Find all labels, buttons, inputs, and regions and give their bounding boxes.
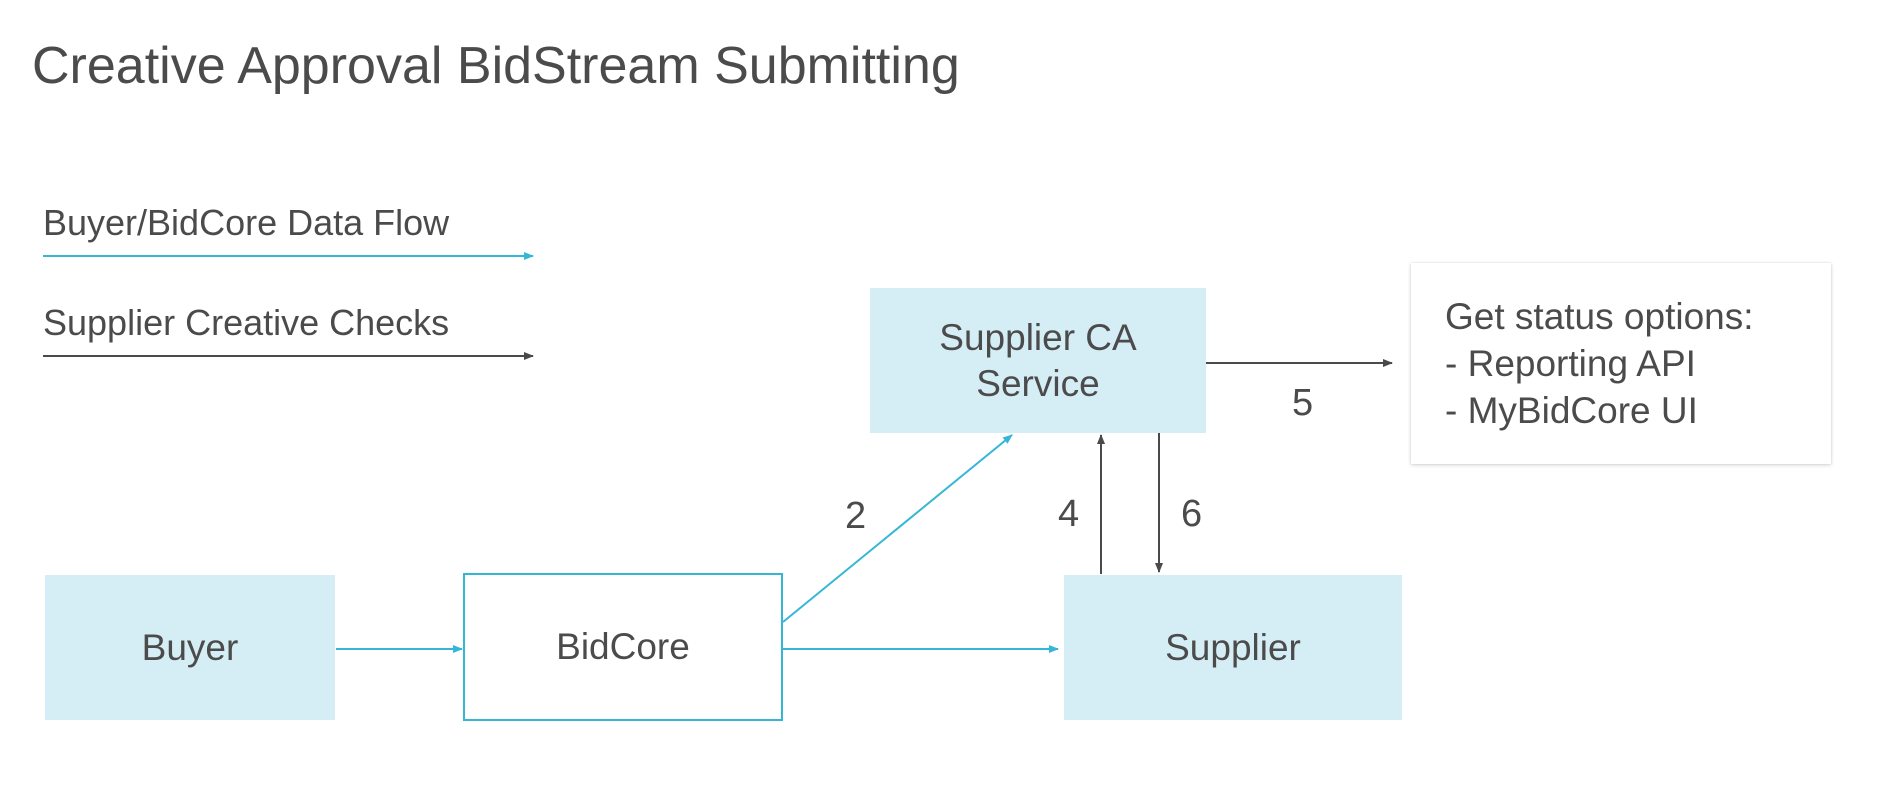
edge-label-2: 2 [845,495,867,537]
legend-supplier-checks-label: Supplier Creative Checks [43,302,450,343]
node-supplier-label: Supplier [1165,626,1301,668]
node-buyer-label: Buyer [141,626,239,668]
status-option-mybidcore-ui: - MyBidCore UI [1445,390,1698,431]
status-option-reporting-api: - Reporting API [1445,343,1696,384]
node-supplier-ca-service-line1: Supplier CA [939,316,1137,358]
page-title: Creative Approval BidStream Submitting [32,37,960,95]
edge-label-5: 5 [1292,382,1314,424]
node-supplier: Supplier [1064,575,1402,720]
edge-label-4: 4 [1058,493,1080,535]
status-options-box: Get status options: - Reporting API - My… [1411,263,1831,464]
node-bidcore-label: BidCore [556,626,690,667]
legend-data-flow-label: Buyer/BidCore Data Flow [43,202,450,243]
node-supplier-ca-service-line2: Service [976,362,1100,404]
node-supplier-ca-service: Supplier CA Service [870,288,1206,433]
node-buyer: Buyer [45,575,335,720]
node-bidcore: BidCore [463,573,783,721]
arrow-bidcore-to-ca-service [782,434,1013,623]
status-options-heading: Get status options: [1445,296,1754,337]
edge-label-6: 6 [1181,493,1203,535]
